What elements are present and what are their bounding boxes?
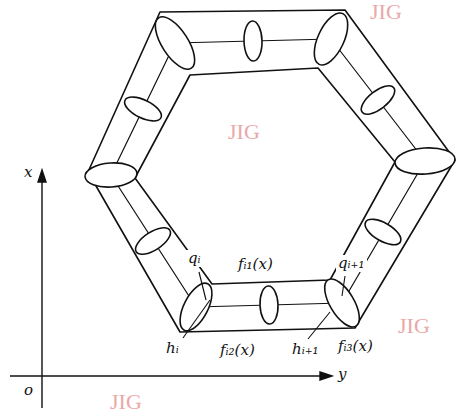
- section-ellipse: [243, 21, 262, 61]
- axis-label: x: [22, 164, 34, 181]
- axis-label: y: [336, 366, 348, 383]
- watermark: JIG: [108, 390, 144, 414]
- point-label: qᵢ₊₁: [336, 255, 367, 272]
- section-ellipse: [121, 92, 165, 126]
- section-ellipse: [148, 11, 202, 75]
- x-axis: [41, 180, 42, 408]
- watermark: JIG: [368, 0, 404, 24]
- point-label: hᵢ₊₁: [290, 341, 321, 358]
- section-ellipse: [394, 146, 456, 176]
- outer-tube-line: [88, 10, 455, 332]
- middle-tube-line: [111, 39, 425, 307]
- point-label: hᵢ: [164, 340, 181, 357]
- section-ellipse: [307, 8, 354, 70]
- section-ellipse: [318, 274, 366, 333]
- axis-arrowhead: [320, 372, 332, 380]
- watermark: JIG: [396, 314, 432, 338]
- section-ellipse: [361, 214, 405, 250]
- section-ellipse: [259, 286, 278, 325]
- leader-line: [183, 300, 210, 338]
- section-ellipse: [174, 278, 219, 335]
- y-axis: [10, 375, 322, 376]
- axis-arrowhead: [38, 170, 46, 182]
- leader-line: [199, 272, 206, 300]
- watermark: JIG: [226, 120, 262, 144]
- inner-tube-line: [135, 68, 395, 284]
- section-ellipse: [84, 161, 138, 189]
- curve-label: fᵢ₃(x): [336, 338, 375, 355]
- curve-label: fᵢ₂(x): [218, 342, 257, 359]
- point-label: qᵢ: [186, 250, 203, 267]
- curve-label: fᵢ₁(x): [236, 256, 275, 273]
- leader-line: [342, 276, 345, 296]
- leader-line: [308, 312, 330, 339]
- section-ellipse: [357, 81, 400, 120]
- section-ellipse: [131, 223, 174, 260]
- origin-label: o: [22, 382, 35, 399]
